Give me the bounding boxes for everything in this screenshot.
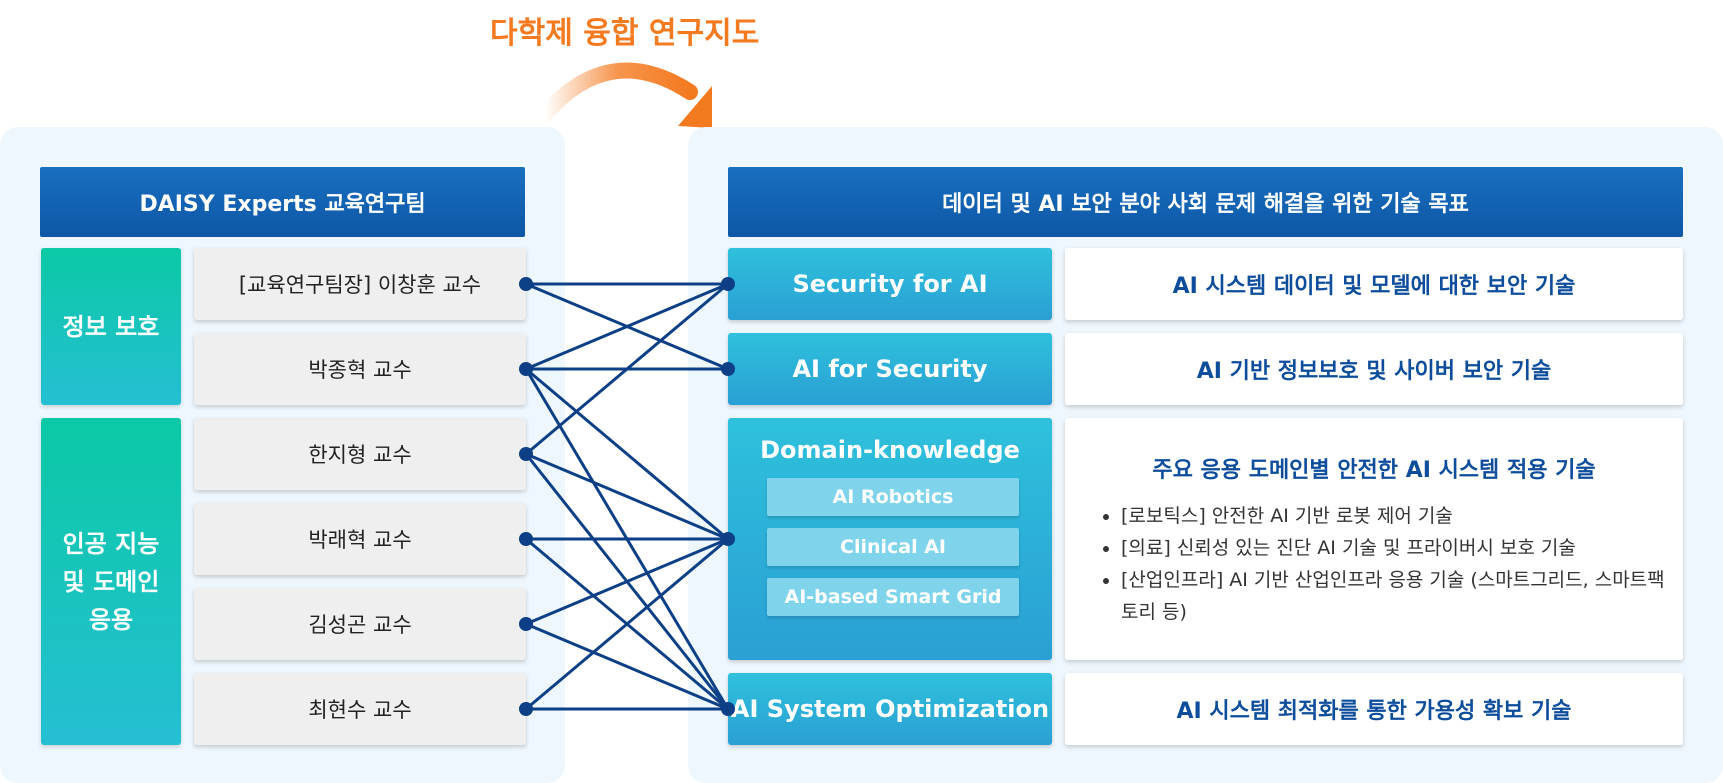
sub-topic-smart-grid: AI-based Smart Grid: [767, 578, 1019, 616]
sub-topic-clinical-ai: Clinical AI: [767, 528, 1019, 566]
topic-domain-knowledge: Domain-knowledge AI Robotics Clinical AI…: [728, 418, 1052, 660]
topic-ai-system-optimization: AI System Optimization: [728, 673, 1052, 745]
domain-knowledge-title: Domain-knowledge: [760, 436, 1020, 464]
desc-ai-system-optimization: AI 시스템 최적화를 통한 가용성 확보 기술: [1065, 673, 1683, 745]
sub-topic-ai-robotics: AI Robotics: [767, 478, 1019, 516]
topic-ai-for-security: AI for Security: [728, 333, 1052, 405]
bullet-item: [로보틱스] 안전한 AI 기반 로봇 제어 기술: [1121, 500, 1681, 532]
page-title: 다학제 융합 연구지도: [490, 16, 760, 51]
desc-security-for-ai: AI 시스템 데이터 및 모델에 대한 보안 기술: [1065, 248, 1683, 320]
category-ai-domain: 인공 지능 및 도메인 응용: [41, 418, 181, 745]
left-header: DAISY Experts 교육연구팀: [40, 167, 525, 237]
professor-card: 박래혁 교수: [194, 503, 526, 575]
professor-card: 한지형 교수: [194, 418, 526, 490]
professor-card: 최현수 교수: [194, 673, 526, 745]
category-info-security: 정보 보호: [41, 248, 181, 405]
desc-domain-knowledge: 주요 응용 도메인별 안전한 AI 시스템 적용 기술 [로보틱스] 안전한 A…: [1065, 418, 1683, 660]
professor-card: 김성곤 교수: [194, 588, 526, 660]
bullet-item: [산업인프라] AI 기반 산업인프라 응용 기술 (스마트그리드, 스마트팩토…: [1121, 564, 1681, 628]
professor-card: 박종혁 교수: [194, 333, 526, 405]
desc-ai-for-security: AI 기반 정보보호 및 사이버 보안 기술: [1065, 333, 1683, 405]
bullet-item: [의료] 신뢰성 있는 진단 AI 기술 및 프라이버시 보호 기술: [1121, 532, 1681, 564]
bullet-list: [로보틱스] 안전한 AI 기반 로봇 제어 기술 [의료] 신뢰성 있는 진단…: [1101, 500, 1681, 628]
topic-security-for-ai: Security for AI: [728, 248, 1052, 320]
professor-card: [교육연구팀장] 이창훈 교수: [194, 248, 526, 320]
desc-domain-title: 주요 응용 도메인별 안전한 AI 시스템 적용 기술: [1152, 458, 1596, 483]
right-header: 데이터 및 AI 보안 분야 사회 문제 해결을 위한 기술 목표: [728, 167, 1683, 237]
